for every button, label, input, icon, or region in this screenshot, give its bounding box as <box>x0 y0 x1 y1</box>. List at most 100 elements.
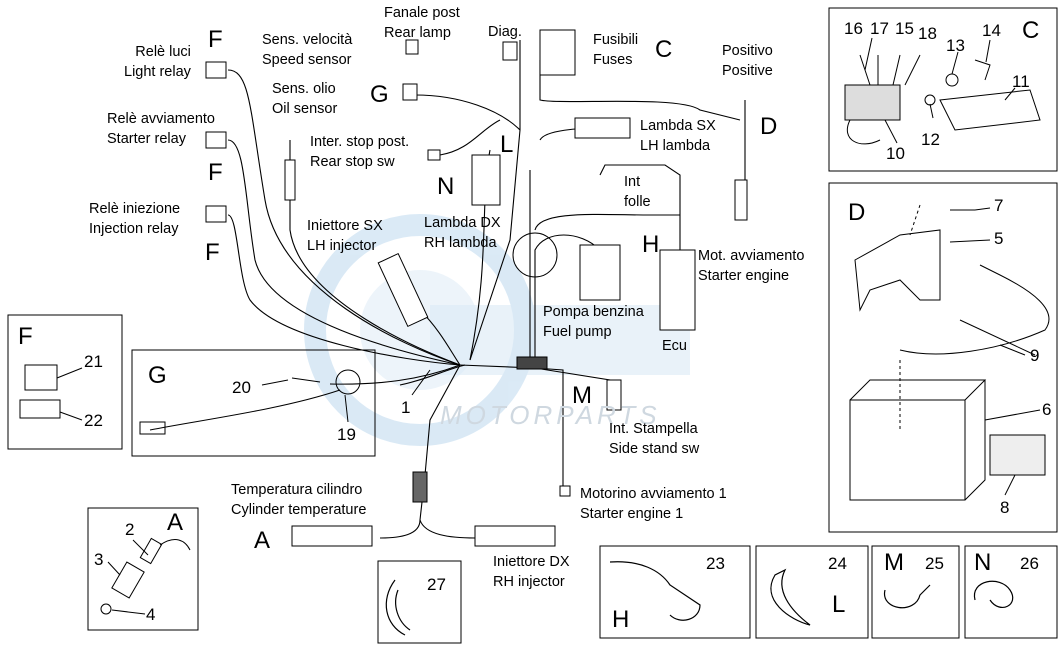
part-number-17: 17 <box>870 19 889 38</box>
connector-lh-lambda <box>574 117 631 139</box>
part-number-24: 24 <box>828 554 847 573</box>
label-positive: Positivo Positive <box>722 41 773 81</box>
battery-label <box>989 434 1046 476</box>
label-positive-en: Positive <box>722 63 773 79</box>
letter-H: H <box>642 231 660 258</box>
label-int-folle-en: folle <box>624 194 651 210</box>
connector-starter-engine-1 <box>559 485 571 497</box>
letter-F-injection: F <box>205 239 220 266</box>
label-starter-engine: Mot. avviamento Starter engine <box>698 246 804 286</box>
connector-rh-injector <box>474 525 556 547</box>
box-M25 <box>871 545 960 639</box>
label-fuel-pump: Pompa benzina Fuel pump <box>543 302 644 342</box>
box-G <box>131 349 376 457</box>
label-rh-injector-it: Iniettore DX <box>493 554 570 570</box>
label-starter-relay-en: Starter relay <box>107 131 186 147</box>
part-number-4: 4 <box>146 605 156 624</box>
connector-speed-sensor <box>402 83 418 101</box>
letter-G: G <box>370 81 389 108</box>
fuse-box <box>844 84 901 121</box>
part-number-19: 19 <box>337 425 356 444</box>
box-27 <box>377 560 462 644</box>
part-number-16: 16 <box>844 19 863 38</box>
part-number-1: 1 <box>401 398 411 417</box>
part-number-5: 5 <box>994 229 1004 248</box>
label-cylinder-temp-en: Cylinder temperature <box>231 502 367 518</box>
box-F <box>7 314 123 450</box>
label-rear-stop-it: Inter. stop post. <box>310 134 410 150</box>
connector-fuel-pump <box>579 244 621 301</box>
part-number-15: 15 <box>895 19 914 38</box>
label-starter-engine-en: Starter engine <box>698 268 790 284</box>
label-lh-lambda: Lambda SX LH lambda <box>640 116 716 156</box>
connector-rear-stop <box>427 149 441 161</box>
part-number-27: 27 <box>427 575 446 594</box>
label-fuel-pump-en: Fuel pump <box>543 324 612 340</box>
label-rh-lambda: Lambda DX RH lambda <box>424 213 501 253</box>
clamp-27 <box>385 579 411 636</box>
letter-A: A <box>254 527 271 554</box>
part-number-8: 8 <box>1000 498 1010 517</box>
label-rh-lambda-en: RH lambda <box>424 235 497 251</box>
label-rh-lambda-it: Lambda DX <box>424 215 501 231</box>
label-speed-sensor-en: Speed sensor <box>262 52 352 68</box>
label-speed-sensor-it: Sens. velocità <box>262 32 353 48</box>
letter-F-starter: F <box>208 159 223 186</box>
label-fuses-en: Fuses <box>593 52 633 68</box>
label-rear-lamp-it: Fanale post <box>384 5 460 21</box>
label-lh-injector: Iniettore SX LH injector <box>307 216 383 256</box>
label-cylinder-temp-it: Temperatura cilindro <box>231 482 363 498</box>
label-fuel-pump-it: Pompa benzina <box>543 304 644 320</box>
part-number-23: 23 <box>706 554 725 573</box>
label-starter-engine-1-it: Motorino avviamento 1 <box>580 486 727 502</box>
label-fuses: Fusibili Fuses <box>593 30 638 70</box>
letter-C: C <box>655 36 673 63</box>
connector-diag <box>502 41 518 61</box>
letter-N-box: N <box>974 549 992 576</box>
label-injection-relay-en: Injection relay <box>89 221 179 237</box>
tie-24 <box>770 568 811 626</box>
label-injection-relay-it: Relè iniezione <box>89 201 181 217</box>
part-number-21: 21 <box>84 352 103 371</box>
label-light-relay-en: Light relay <box>124 64 191 80</box>
sheath-lower <box>412 471 428 503</box>
label-rh-injector-en: RH injector <box>493 574 565 590</box>
part-number-13: 13 <box>946 36 965 55</box>
part-number-7: 7 <box>994 196 1004 215</box>
clip-26 <box>973 580 1014 608</box>
label-rear-stop-en: Rear stop sw <box>310 154 395 170</box>
label-ecu: Ecu <box>662 338 687 354</box>
part-number-14: 14 <box>982 21 1001 40</box>
connector-rh-lambda <box>471 154 501 206</box>
part-number-18: 18 <box>918 24 937 43</box>
box-D <box>828 182 1058 533</box>
connector-oil-sensor <box>284 159 296 201</box>
letter-D: D <box>760 113 778 140</box>
part-number-11: 11 <box>1012 72 1030 91</box>
label-side-stand-sw: Int. Stampella Side stand sw <box>609 419 699 459</box>
box-H23 <box>599 545 751 639</box>
part-number-10: 10 <box>886 144 905 163</box>
letter-C-box: C <box>1022 17 1040 44</box>
label-light-relay: Relè luci Light relay <box>124 42 191 82</box>
connector-side-stand <box>606 379 622 411</box>
box-L24 <box>755 545 869 639</box>
bracket-23 <box>609 561 701 621</box>
part-number-3: 3 <box>94 550 104 569</box>
part-number-25: 25 <box>925 554 944 573</box>
connector-injector-sx <box>377 252 429 328</box>
part-number-2: 2 <box>125 520 135 539</box>
letter-F-light: F <box>208 26 223 53</box>
letter-H-box: H <box>612 606 630 633</box>
label-cylinder-temp: Temperatura cilindro Cylinder temperatur… <box>231 480 366 520</box>
label-rh-injector: Iniettore DX RH injector <box>493 552 570 592</box>
letter-G-box: G <box>148 362 167 389</box>
label-rear-stop-sw: Inter. stop post. Rear stop sw <box>310 132 409 172</box>
connector-light-relay <box>205 61 227 79</box>
part-number-12: 12 <box>921 130 940 149</box>
label-starter-engine-1: Motorino avviamento 1 Starter engine 1 <box>580 484 727 524</box>
label-oil-sensor: Sens. olio Oil sensor <box>272 79 337 119</box>
label-injection-relay: Relè iniezione Injection relay <box>89 199 180 239</box>
connector-fuses <box>539 29 576 76</box>
